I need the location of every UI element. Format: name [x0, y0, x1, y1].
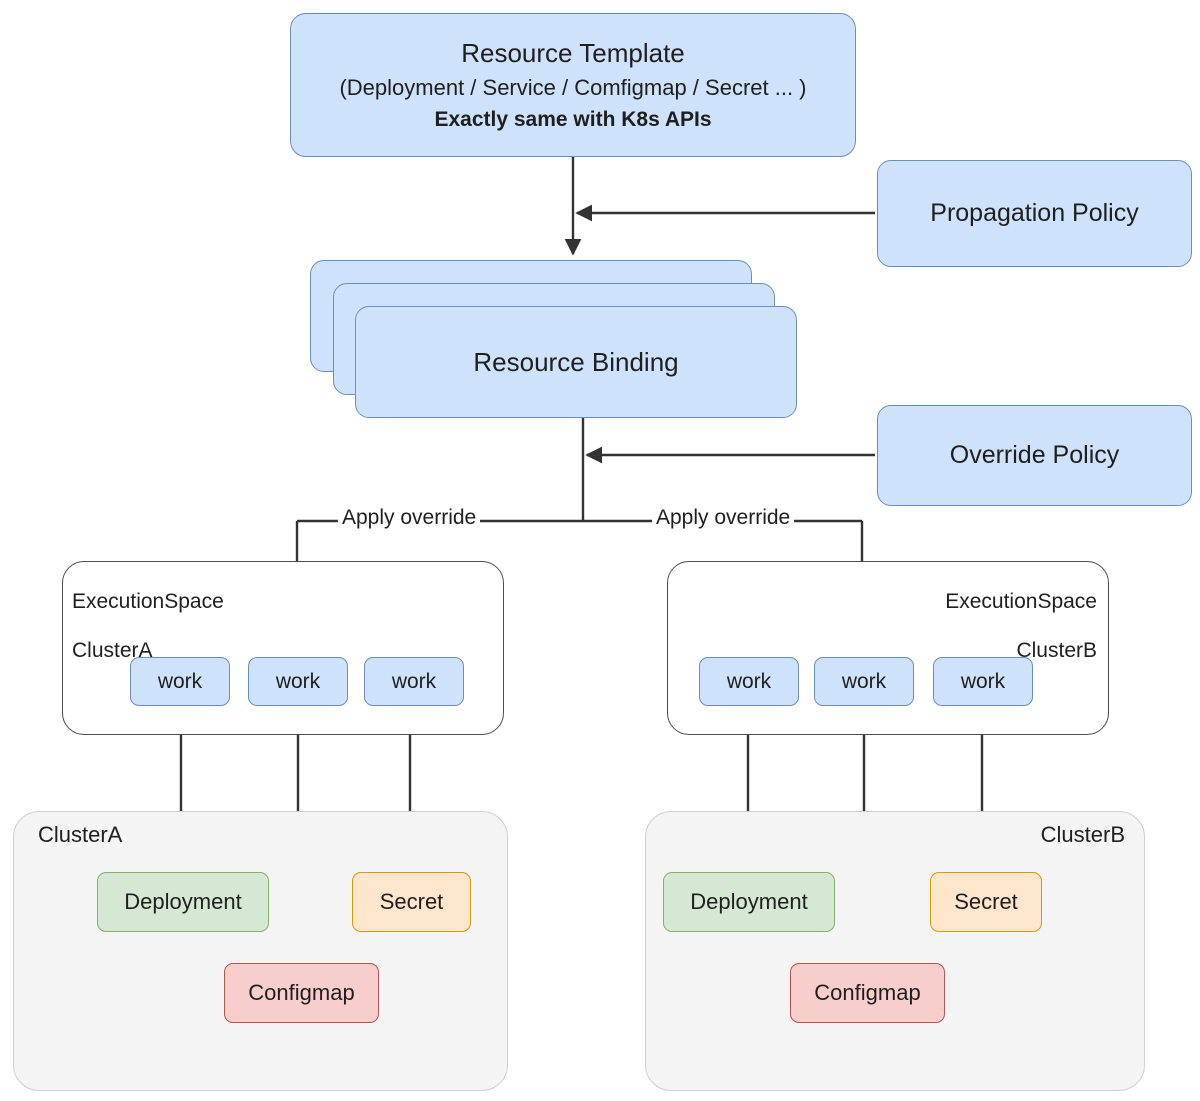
- override-policy-box[interactable]: Override Policy: [877, 405, 1192, 506]
- cluster-a-secret-box[interactable]: Secret: [352, 872, 471, 932]
- cluster-b-deployment-box[interactable]: Deployment: [663, 872, 835, 932]
- execution-space-cluster-b[interactable]: [667, 561, 1109, 735]
- resource-template-title: Resource Template: [461, 37, 685, 68]
- work-b-1[interactable]: work: [699, 657, 799, 706]
- work-a-3[interactable]: work: [364, 657, 464, 706]
- resource-binding-box[interactable]: Resource Binding: [355, 306, 797, 418]
- cluster-a-deployment-box[interactable]: Deployment: [97, 872, 269, 932]
- cluster-b-secret-box[interactable]: Secret: [930, 872, 1042, 932]
- cluster-a-secret-label: Secret: [379, 889, 444, 914]
- propagation-policy-box[interactable]: Propagation Policy: [877, 160, 1192, 267]
- work-b-3-label: work: [960, 669, 1006, 693]
- cluster-b-configmap-box[interactable]: Configmap: [790, 963, 945, 1023]
- resource-template-box[interactable]: Resource Template (Deployment / Service …: [290, 13, 856, 157]
- work-a-1[interactable]: work: [130, 657, 230, 706]
- resource-template-kinds: (Deployment / Service / Comfigmap / Secr…: [339, 75, 807, 101]
- cluster-b-secret-label: Secret: [954, 889, 1018, 914]
- override-policy-label: Override Policy: [949, 441, 1120, 469]
- execution-space-b-line1: ExecutionSpace: [945, 589, 1097, 613]
- execution-space-a-label: ExecutionSpace ClusterA: [72, 565, 224, 689]
- cluster-a-deployment-label: Deployment: [124, 889, 242, 914]
- work-a-2-label: work: [275, 669, 321, 693]
- work-a-1-label: work: [157, 669, 203, 693]
- work-b-1-label: work: [726, 669, 772, 693]
- work-b-2-label: work: [841, 669, 887, 693]
- execution-space-cluster-a[interactable]: [62, 561, 504, 735]
- cluster-b-label: ClusterB: [1040, 822, 1125, 847]
- cluster-b-configmap-label: Configmap: [814, 980, 921, 1005]
- apply-override-label-right: Apply override: [652, 506, 795, 530]
- apply-override-label-left: Apply override: [338, 506, 481, 530]
- cluster-b-deployment-label: Deployment: [690, 889, 808, 914]
- resource-template-note: Exactly same with K8s APIs: [434, 108, 712, 132]
- work-b-2[interactable]: work: [814, 657, 914, 706]
- cluster-a-configmap-label: Configmap: [248, 980, 355, 1005]
- work-b-3[interactable]: work: [933, 657, 1033, 706]
- cluster-a-configmap-box[interactable]: Configmap: [224, 963, 379, 1023]
- cluster-a-panel[interactable]: [13, 811, 508, 1091]
- execution-space-b-label: ExecutionSpace ClusterB: [897, 565, 1097, 689]
- work-a-3-label: work: [391, 669, 437, 693]
- cluster-a-label: ClusterA: [38, 822, 123, 847]
- resource-binding-label: Resource Binding: [473, 346, 679, 377]
- cluster-b-panel[interactable]: [645, 811, 1145, 1091]
- execution-space-b-line2: ClusterB: [1016, 639, 1097, 663]
- propagation-policy-label: Propagation Policy: [930, 199, 1139, 227]
- execution-space-a-line2: ClusterA: [72, 639, 153, 663]
- execution-space-a-line1: ExecutionSpace: [72, 589, 224, 613]
- work-a-2[interactable]: work: [248, 657, 348, 706]
